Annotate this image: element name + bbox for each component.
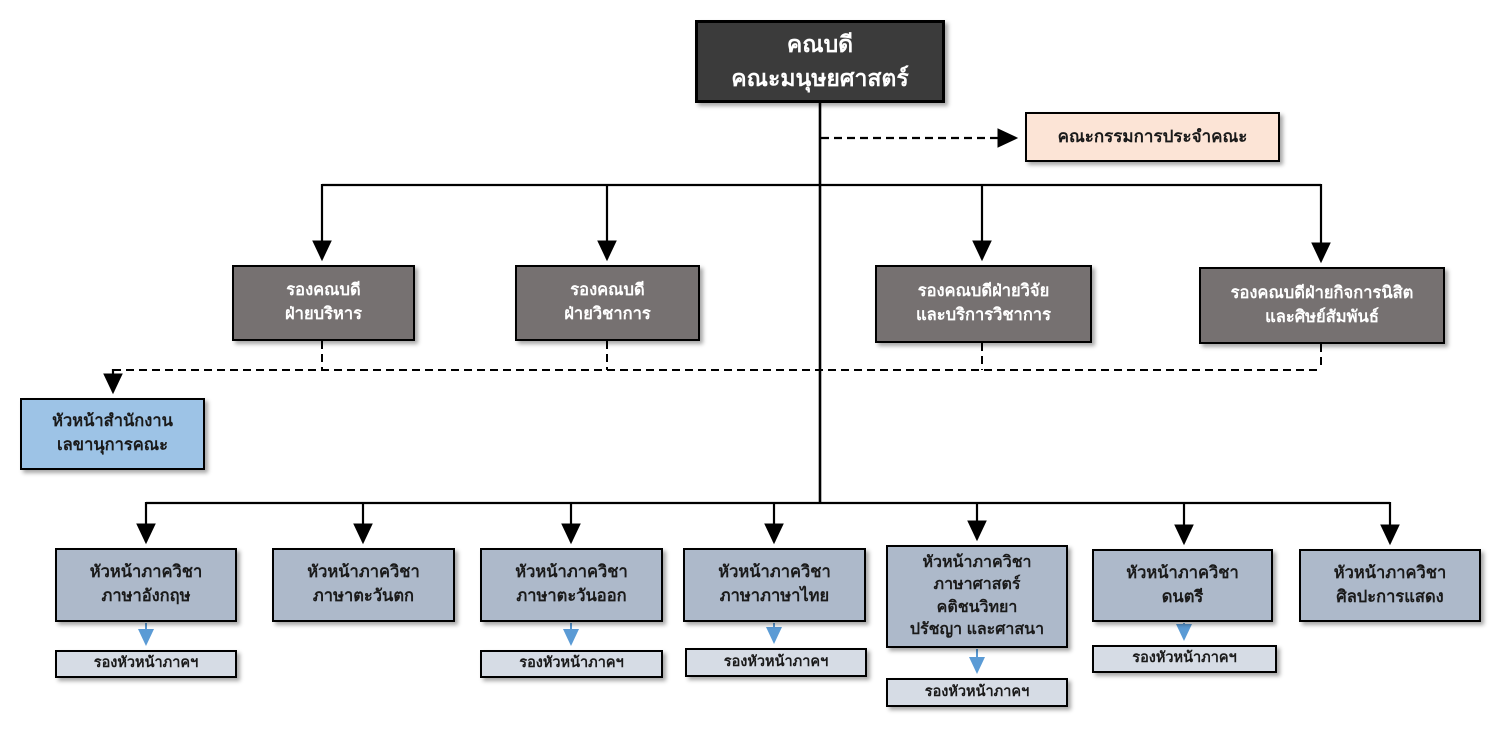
node-secretary-office-head: หัวหน้าสำนักงาน เลขานุการคณะ (20, 398, 205, 470)
node-deputy-head-eastern-languages: รองหัวหน้าภาคฯ (480, 650, 663, 678)
connector-department-rail (136, 501, 1400, 546)
node-faculty-committee: คณะกรรมการประจำคณะ (1025, 112, 1280, 162)
node-vice-dean-research: รองคณบดีฝ่ายวิจัย และบริการวิชาการ (875, 265, 1092, 343)
node-vice-dean-student-affairs: รองคณบดีฝ่ายกิจการนิสิต และศิษย์สัมพันธ์ (1199, 267, 1445, 344)
node-dept-western-languages: หัวหน้าภาควิชา ภาษาตะวันตก (272, 548, 455, 622)
node-dept-linguistics-folklore-philosophy-religion: หัวหน้าภาควิชา ภาษาศาสตร์ คติชนวิทยา ปรั… (886, 545, 1068, 648)
connector-vice-deans-secretary-dashed (113, 341, 1322, 371)
node-deputy-head-thai-language: รองหัวหน้าภาคฯ (685, 648, 867, 677)
node-deputy-head-music: รองหัวหน้าภาคฯ (1092, 645, 1277, 673)
node-vice-dean-administration: รองคณบดี ฝ่ายบริหาร (232, 265, 415, 341)
node-dept-english: หัวหน้าภาควิชา ภาษาอังกฤษ (55, 548, 237, 622)
node-dept-music: หัวหน้าภาควิชา ดนตรี (1092, 549, 1273, 622)
node-dept-performing-arts: หัวหน้าภาควิชา ศิลปะการแสดง (1299, 549, 1481, 622)
node-dept-thai-language: หัวหน้าภาควิชา ภาษาภาษาไทย (683, 548, 866, 622)
node-deputy-head-english: รองหัวหน้าภาคฯ (55, 650, 237, 678)
node-vice-dean-academic: รองคณบดี ฝ่ายวิชาการ (515, 265, 700, 341)
node-deputy-head-linguistics: รองหัวหน้าภาคฯ (886, 678, 1068, 707)
node-dept-eastern-languages: หัวหน้าภาควิชา ภาษาตะวันออก (480, 548, 663, 622)
connector-vice-dean-rail (312, 183, 1331, 264)
connector-deputy-arrows (138, 623, 1192, 674)
node-dean: คณบดี คณะมนุษยศาสตร์ (695, 20, 945, 103)
